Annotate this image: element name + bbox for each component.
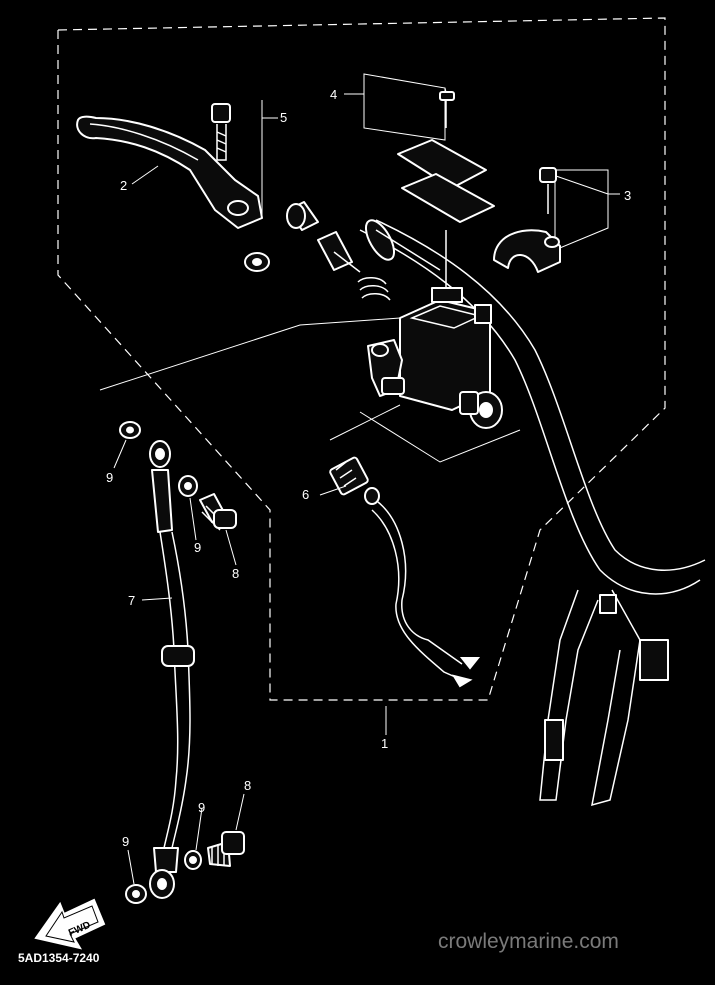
callout-7: 7: [128, 593, 135, 608]
callout-9-c: 9: [198, 800, 205, 815]
assembly-boundary: [57, 17, 666, 701]
reservoir-cap: [363, 73, 495, 290]
callout-9-d: 9: [122, 834, 129, 849]
fwd-arrow: FWD: [34, 898, 106, 950]
callout-9-b: 9: [194, 540, 201, 555]
washers: [119, 421, 202, 904]
callout-1: 1: [381, 736, 388, 751]
callout-9-a: 9: [106, 470, 113, 485]
handlebar: [359, 219, 706, 807]
brake-lever: [76, 115, 263, 229]
callout-5: 5: [280, 110, 287, 125]
brake-switch: [329, 456, 481, 688]
watermark: crowleymarine.com: [438, 930, 619, 953]
drawing-code: 5AD1354-7240: [18, 951, 100, 965]
callout-4: 4: [330, 87, 337, 102]
callout-2: 2: [120, 178, 127, 193]
piston-kit: [286, 201, 441, 301]
pivot-bolt: [211, 100, 270, 272]
callout-6: 6: [302, 487, 309, 502]
union-bolt-upper: [199, 493, 237, 531]
leader-lines: [113, 87, 620, 885]
union-bolt-lower: [207, 831, 245, 867]
brake-hose: [149, 440, 195, 899]
master-cylinder-body: [99, 287, 521, 463]
callout-3: 3: [624, 188, 631, 203]
handlebar-clamp: [493, 167, 609, 273]
callout-labels: 1 2 3 4 5 6 7 8 8 9 9 9 9: [106, 87, 631, 849]
callout-8-lower: 8: [244, 778, 251, 793]
callout-8-upper: 8: [232, 566, 239, 581]
